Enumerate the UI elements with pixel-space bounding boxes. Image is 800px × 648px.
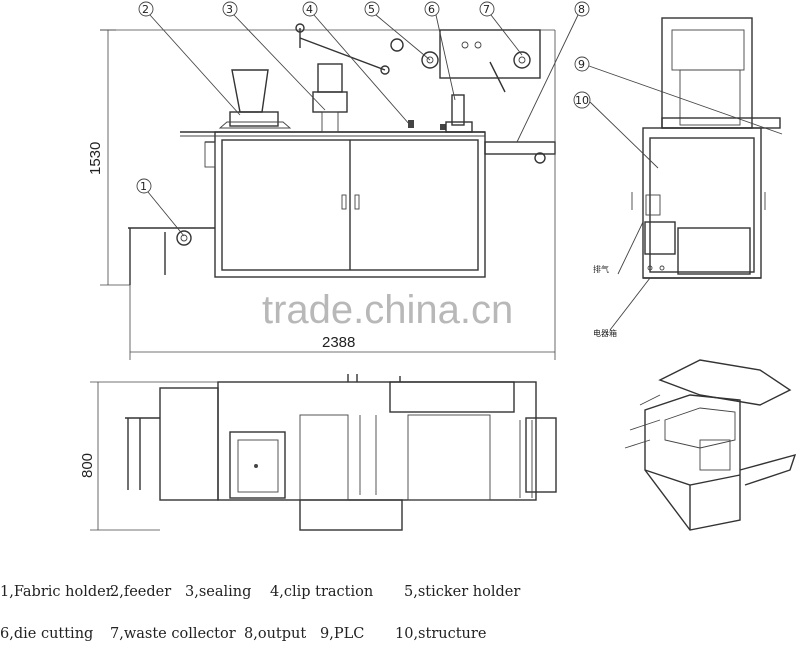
svg-text:7: 7 [483,3,490,16]
svg-text:1: 1 [140,180,147,193]
legend-item-clip-traction: 4,clip traction [270,584,374,600]
svg-text:4: 4 [306,3,313,16]
legend-item-structure: 10,structure [395,626,487,642]
legend-row-1: 1,Fabric holder 2,feeder 3,sealing 4,cli… [0,584,800,606]
legend-item-plc: 9,PLC [320,626,365,642]
legend-item-waste-collector: 7,waste collector [110,626,236,642]
legend-item-output: 8,output [244,626,307,642]
isometric-view [624,359,797,531]
legend-item-sealing: 3,sealing [185,584,252,600]
callout-9: 9 [574,56,783,135]
legend-item-feeder: 2,feeder [110,584,172,600]
svg-text:6: 6 [428,3,435,16]
svg-text:5: 5 [368,3,375,16]
callout-6: 6 [424,1,456,101]
callout-4: 4 [302,1,411,126]
front-view: 1530 [87,1,590,360]
svg-text:8: 8 [578,3,585,16]
callout-8: 8 [516,1,590,143]
legend-row-2: 6,die cutting 7,waste collector 8,output… [0,626,800,648]
svg-text:10: 10 [575,94,589,107]
legend-item-fabric-holder: 1,Fabric holder [0,584,113,600]
exhaust-label: 排气 [593,264,609,274]
legend-item-die-cutting: 6,die cutting [0,626,94,642]
callout-3: 3 [222,1,326,111]
side-view: 9 10 排气 电器箱 [573,17,783,338]
svg-text:9: 9 [578,58,585,71]
top-view: 800 [79,374,557,531]
watermark: trade.china.cn [262,288,513,332]
machine-drawing: 1530 [79,1,797,531]
callout-5: 5 [364,1,431,61]
electrical-box-label: 电器箱 [593,328,617,338]
callout-1: 1 [136,178,185,237]
width-dimension-label: 2388 [322,334,355,351]
depth-dimension-label: 800 [79,453,96,478]
svg-text:2: 2 [142,3,149,16]
height-dimension-label: 1530 [87,142,104,175]
callout-7: 7 [479,1,523,56]
callout-2: 2 [138,1,241,116]
svg-text:3: 3 [226,3,233,16]
callout-10: 10 [573,91,659,169]
legend-item-sticker-holder: 5,sticker holder [404,584,521,600]
